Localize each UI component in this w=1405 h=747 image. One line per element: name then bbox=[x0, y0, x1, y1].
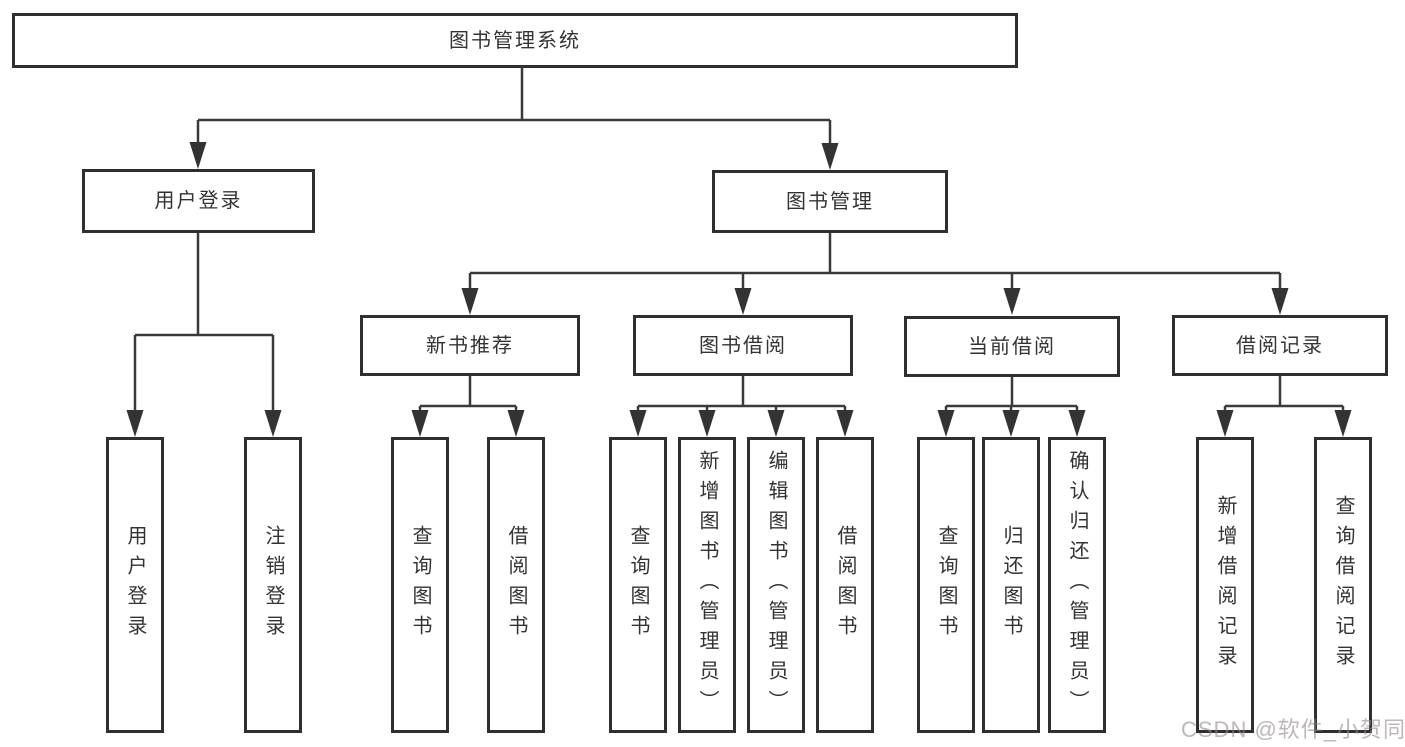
arrowheads bbox=[126, 142, 1352, 437]
node-user-login-leaf: 用户登录 bbox=[106, 437, 164, 733]
node-book-management-label: 图书管理 bbox=[786, 190, 874, 213]
node-new-book-recommend-label: 新书推荐 bbox=[426, 334, 514, 357]
node-borrow-records: 借阅记录 bbox=[1172, 315, 1388, 376]
node-new-book-recommend: 新书推荐 bbox=[360, 315, 580, 376]
node-current-borrow: 当前借阅 bbox=[904, 316, 1120, 377]
csdn-watermark: CSDN @软件_小贺同学 bbox=[1181, 717, 1405, 742]
node-user-login: 用户登录 bbox=[82, 169, 315, 233]
node-query-books-borrow: 查询图书 bbox=[609, 437, 667, 733]
node-edit-books-admin: 编辑图书（管理员） bbox=[747, 437, 805, 733]
node-confirm-return-admin: 确认归还（管理员） bbox=[1048, 437, 1106, 733]
node-library-system: 图书管理系统 bbox=[12, 13, 1018, 68]
node-add-books-admin: 新增图书（管理员） bbox=[678, 437, 736, 733]
node-query-books-current: 查询图书 bbox=[917, 437, 975, 733]
node-return-books: 归还图书 bbox=[982, 437, 1040, 733]
node-borrow-records-label: 借阅记录 bbox=[1236, 334, 1324, 357]
node-book-borrow-label: 图书借阅 bbox=[699, 334, 787, 357]
node-query-borrow-record: 查询借阅记录 bbox=[1314, 437, 1372, 733]
node-query-books-recommend: 查询图书 bbox=[391, 437, 449, 733]
node-book-management: 图书管理 bbox=[712, 170, 948, 233]
node-borrow-books-leaf: 借阅图书 bbox=[816, 437, 874, 733]
node-user-login-label: 用户登录 bbox=[154, 190, 243, 212]
node-library-system-label: 图书管理系统 bbox=[449, 29, 581, 52]
node-borrow-books-recommend: 借阅图书 bbox=[487, 437, 545, 733]
node-logout: 注销登录 bbox=[244, 437, 302, 733]
node-add-borrow-record: 新增借阅记录 bbox=[1196, 437, 1254, 733]
node-book-borrow: 图书借阅 bbox=[633, 315, 853, 376]
node-current-borrow-label: 当前借阅 bbox=[968, 335, 1056, 358]
